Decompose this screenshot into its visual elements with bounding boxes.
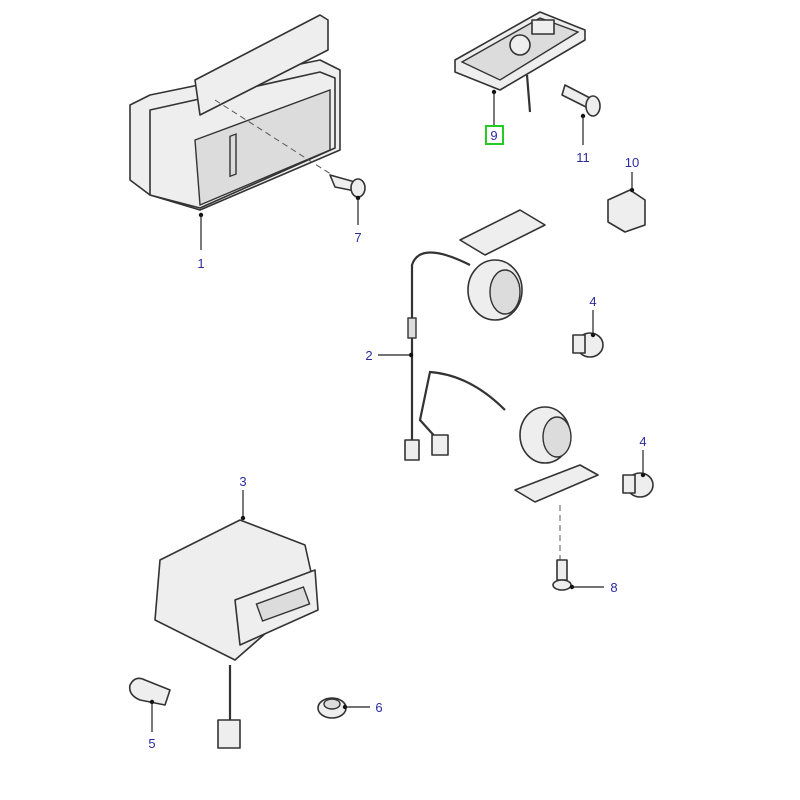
part-2-wiring-harness[interactable]: [404, 209, 599, 503]
callout-11[interactable]: 11: [576, 150, 590, 165]
callout-8[interactable]: 8: [610, 580, 617, 595]
callout-4-lower[interactable]: 4: [639, 434, 646, 449]
part-3-plate-lamp[interactable]: [154, 519, 319, 749]
callout-1[interactable]: 1: [197, 256, 204, 271]
leader-lines: [149, 89, 646, 732]
part-4-bulb-upper[interactable]: [572, 332, 604, 358]
part-11-clip[interactable]: [561, 84, 601, 117]
part-1-lamp-housing[interactable]: [129, 14, 341, 211]
part-8-screw[interactable]: [552, 559, 572, 591]
part-9-switch-panel[interactable]: [454, 11, 586, 113]
callout-2[interactable]: 2: [365, 348, 372, 363]
callout-3[interactable]: 3: [239, 474, 246, 489]
callout-9[interactable]: 9: [490, 128, 497, 143]
callout-6[interactable]: 6: [375, 700, 382, 715]
part-6-grommet[interactable]: [317, 697, 347, 719]
callout-10[interactable]: 10: [625, 155, 639, 170]
part-5-bulb[interactable]: [128, 677, 171, 706]
part-10-clip[interactable]: [607, 189, 646, 233]
callout-4-upper[interactable]: 4: [589, 294, 596, 309]
callout-9-highlight: [485, 125, 504, 145]
part-7-screw[interactable]: [329, 174, 366, 198]
part-4-bulb-lower[interactable]: [622, 472, 654, 498]
callout-7[interactable]: 7: [354, 230, 361, 245]
callout-5[interactable]: 5: [148, 736, 155, 751]
